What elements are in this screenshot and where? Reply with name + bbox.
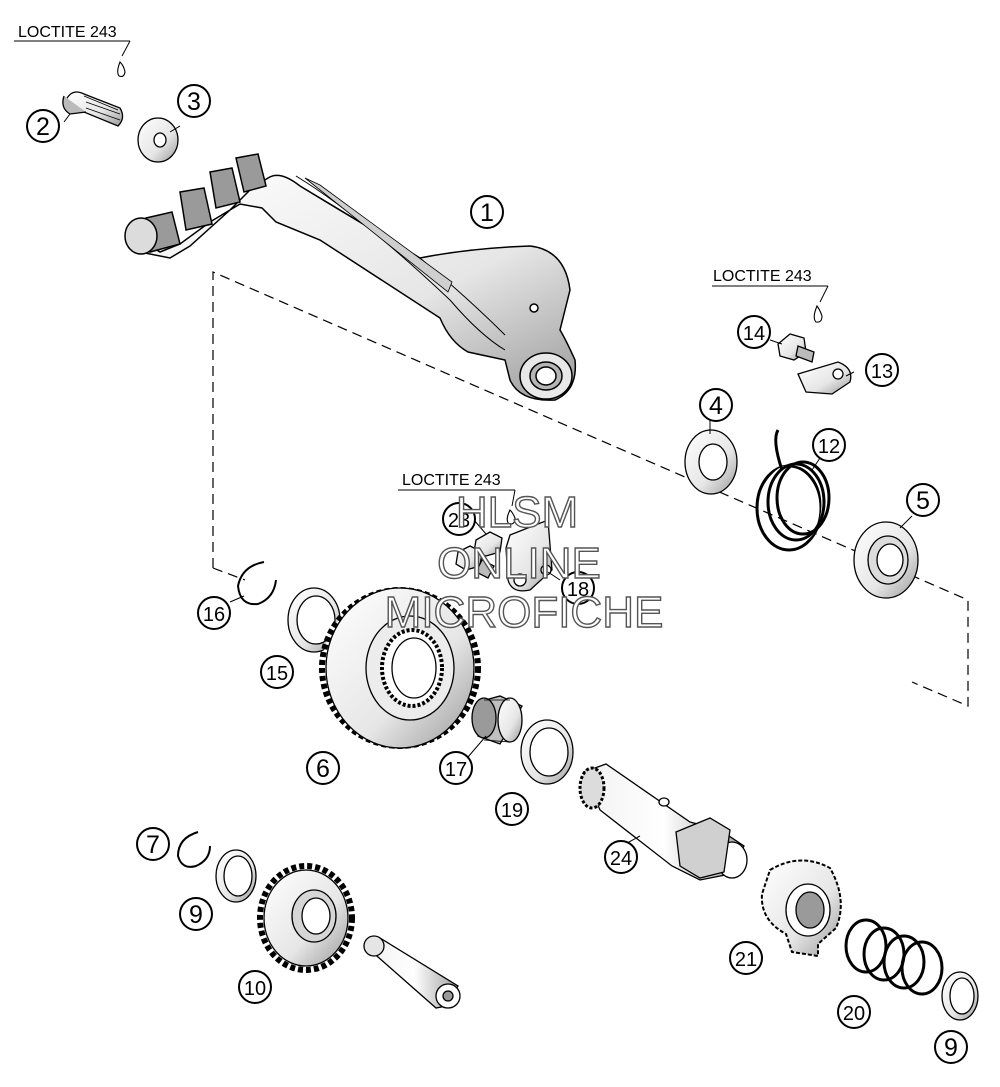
countersunk-screw	[62, 91, 124, 127]
callout-label: 23	[448, 510, 470, 532]
washer-3	[137, 117, 179, 163]
callout-24: 24	[604, 840, 638, 874]
watermark-line-3: MICROFICHE	[385, 588, 664, 637]
idler-gear-10	[257, 863, 355, 973]
callout-label: 2	[36, 113, 50, 141]
shim-19	[520, 719, 574, 785]
shim-4	[684, 429, 738, 495]
assembly-guide-lines	[212, 271, 969, 707]
kickstarter-lever	[124, 153, 577, 401]
callout-label: 1	[480, 199, 494, 227]
gear-bushing	[363, 935, 461, 1009]
watermark: HLSM ONLINE MICROFICHE	[384, 487, 664, 637]
callout-3: 3	[177, 84, 211, 118]
loctite-drop-icon	[117, 61, 126, 78]
callout-12: 12	[812, 428, 846, 462]
callout-label: 4	[709, 392, 723, 420]
callout-15: 15	[260, 655, 294, 689]
callout-label: 5	[916, 487, 930, 515]
callout-label: 7	[146, 831, 160, 859]
loctite-note-top: LOCTITE 243	[14, 24, 131, 78]
callout-10: 10	[238, 970, 272, 1004]
loctite-drop-icon	[813, 304, 823, 323]
callout-7: 7	[136, 827, 170, 861]
watermark-line-2: ONLINE	[437, 539, 601, 588]
callout-5: 5	[906, 483, 940, 517]
callout-19: 19	[495, 792, 529, 826]
callout-2: 2	[26, 109, 60, 143]
callout-20: 20	[837, 995, 871, 1029]
circlip-7	[176, 831, 211, 868]
callout-label: 13	[871, 361, 893, 383]
loctite-label-b: LOCTITE 243	[713, 268, 812, 285]
guide-plate-and-screws	[455, 519, 553, 592]
loctite-label-c: LOCTITE 243	[402, 472, 501, 489]
callout-9-left: 9	[179, 897, 213, 931]
callout-23: 23	[442, 502, 476, 536]
shim-9-left	[215, 849, 257, 903]
watermark-line-1: HLSM	[456, 488, 578, 537]
loctite-label-a: LOCTITE 243	[18, 24, 117, 41]
callout-21: 21	[729, 941, 763, 975]
loctite-drop-icon	[506, 509, 516, 525]
callout-4: 4	[699, 388, 733, 422]
callout-6: 6	[306, 751, 340, 785]
shim-9-right	[941, 971, 979, 1021]
callout-label: 6	[316, 755, 330, 783]
kick-spring	[755, 429, 831, 552]
callout-14: 14	[737, 315, 771, 349]
callout-label: 9	[944, 1034, 958, 1062]
callout-label: 19	[501, 800, 523, 822]
callout-1: 1	[470, 195, 504, 229]
callout-label: 16	[203, 604, 225, 626]
callout-label: 24	[610, 848, 632, 870]
callout-label: 3	[187, 88, 201, 116]
callout-label: 15	[266, 663, 288, 685]
washer-5	[853, 521, 919, 599]
callout-13: 13	[865, 353, 899, 387]
callout-9-right: 9	[934, 1030, 968, 1064]
callout-label: 17	[445, 759, 467, 781]
callout-label: 14	[743, 323, 765, 345]
loctite-note-right: LOCTITE 243	[712, 268, 829, 323]
callout-label: 12	[818, 436, 840, 458]
needle-bearing-17	[471, 695, 523, 745]
ratchet-gear-21	[760, 859, 842, 958]
callout-18: 18	[561, 571, 595, 605]
kickstarter-shaft	[578, 763, 748, 881]
callout-label: 10	[244, 978, 266, 1000]
callout-label: 9	[189, 901, 203, 929]
kick-gear-6	[319, 587, 481, 749]
hex-bolt-14	[777, 333, 815, 363]
loctite-note-center: LOCTITE 243	[398, 472, 516, 525]
callout-label: 21	[735, 949, 757, 971]
callout-16: 16	[197, 596, 231, 630]
leader-lines	[63, 113, 913, 849]
stop-bracket	[797, 361, 852, 395]
callout-label: 18	[567, 579, 589, 601]
callout-17: 17	[439, 751, 473, 785]
circlip-16	[236, 561, 277, 606]
callout-label: 20	[843, 1003, 865, 1025]
ratchet-spring	[844, 918, 944, 996]
callouts: 1 2 3 4 5 6 7 9 9 10 12 13 14 15 16 17 1…	[26, 84, 968, 1064]
